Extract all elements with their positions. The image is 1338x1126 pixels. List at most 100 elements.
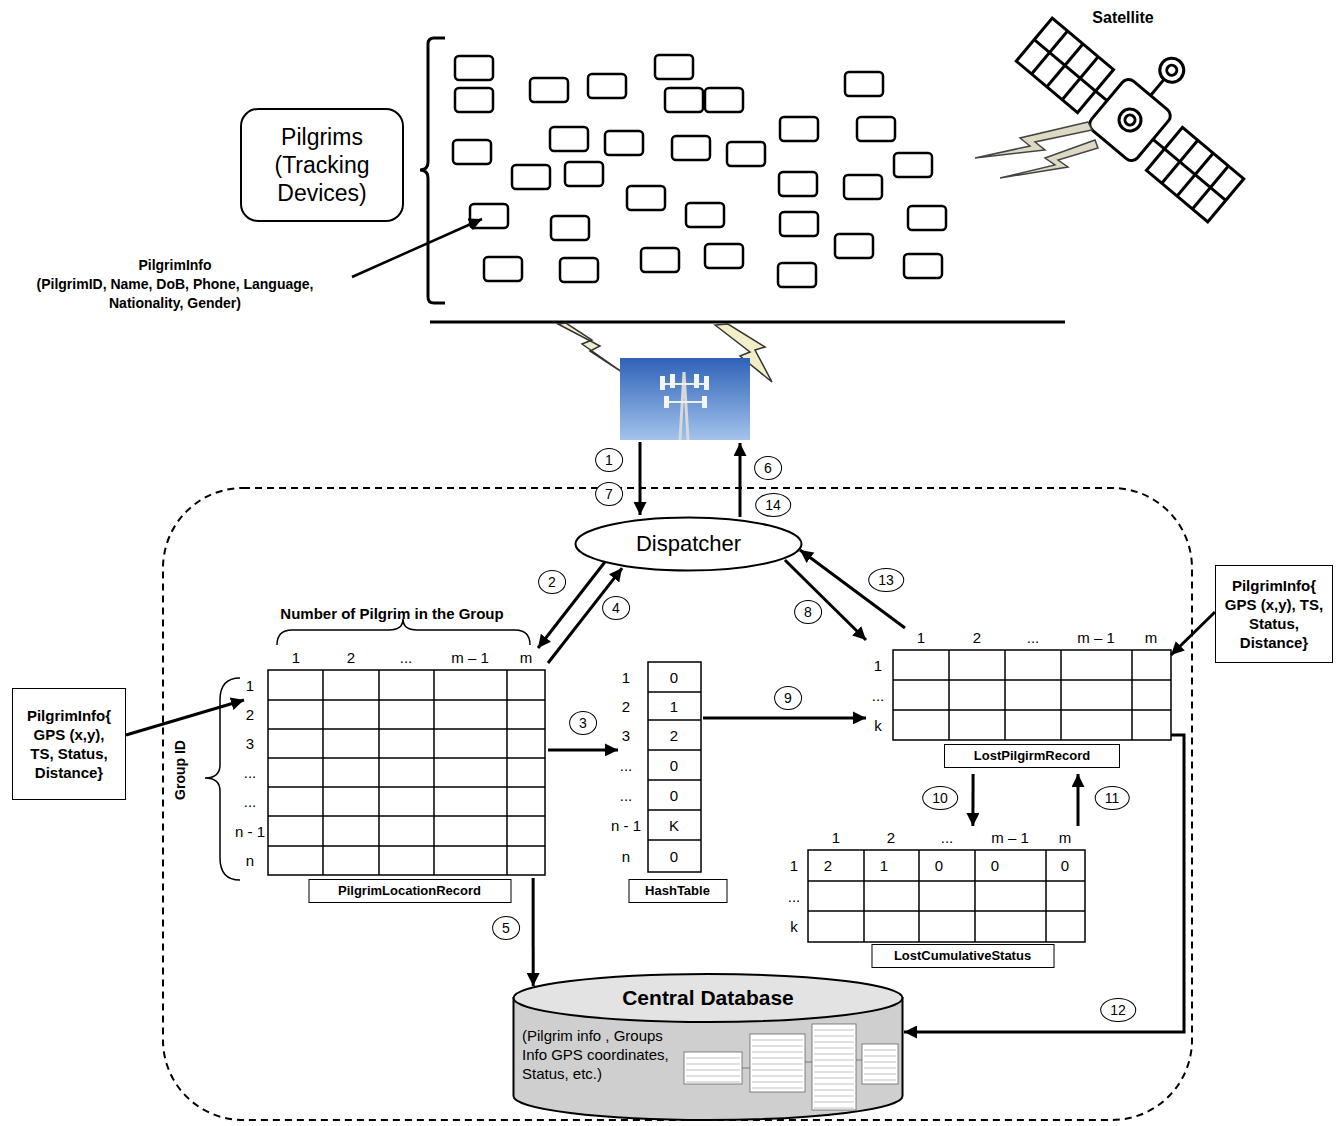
callout-number: 3 <box>569 711 597 735</box>
cell-tower <box>680 372 688 440</box>
table-grid <box>268 650 1171 942</box>
table-grid <box>648 809 701 811</box>
tracking-device <box>641 248 679 272</box>
table-caption: LostCumulativeStatus <box>871 944 1054 968</box>
tracking-device <box>453 55 946 287</box>
table-cell-text: 2 <box>347 649 355 666</box>
tracking-device <box>565 162 603 186</box>
label-text: Number of Pilgrim in the Group <box>280 605 503 622</box>
schema-thumbnail <box>752 1082 803 1083</box>
table-cell-text: m <box>520 649 533 666</box>
table-cell-text: 1 <box>832 829 840 846</box>
tracking-device <box>530 78 568 102</box>
callout-number: 1 <box>595 448 623 472</box>
satellite-icon <box>1165 63 1179 77</box>
schema-thumbnail <box>752 1076 803 1077</box>
cell-tower <box>620 358 750 440</box>
satellite-icon <box>1014 0 1276 225</box>
table-grid <box>1045 850 1047 942</box>
satellite-icon <box>1086 76 1173 164</box>
table-cell-text: 2 <box>246 706 254 723</box>
table-cell-text: 2 <box>824 857 832 874</box>
table-cell-text: 2 <box>887 829 895 846</box>
table-cell-text: 1 <box>246 677 254 694</box>
bracket <box>205 678 240 880</box>
flow-arrow <box>532 878 535 986</box>
tracking-device <box>780 117 818 141</box>
table-cell-text: ... <box>941 829 954 846</box>
schema-thumbnail <box>814 1048 854 1049</box>
table-cell-text: m – 1 <box>451 649 489 666</box>
table-caption: HashTable <box>628 879 727 903</box>
schema-thumbnail <box>814 1042 854 1043</box>
flow-arrow <box>904 735 1184 1032</box>
table-cell-text: 0 <box>670 669 678 686</box>
table-grid <box>893 650 1171 740</box>
tracking-device <box>551 216 589 240</box>
table-cell-text: ... <box>244 764 257 781</box>
system-boundary <box>163 488 1192 1120</box>
schema-thumbnail <box>752 1064 803 1065</box>
tracking-device <box>780 212 818 236</box>
bracket <box>277 619 530 645</box>
table-cell-text: ... <box>620 787 633 804</box>
satellite-icon <box>1153 139 1164 149</box>
schema-thumbnail <box>686 1070 740 1071</box>
cell-tower <box>704 376 709 390</box>
tracking-device <box>705 244 743 268</box>
table-cell-text: ... <box>400 649 413 666</box>
schema-thumbnail <box>864 1080 896 1081</box>
table-cell-text: 0 <box>670 757 678 774</box>
tracking-device <box>727 142 765 166</box>
ellipse-outline <box>576 518 802 571</box>
tracking-device <box>605 131 643 155</box>
tracking-device <box>845 72 883 96</box>
cell-tower <box>702 396 707 408</box>
callout-number: 4 <box>602 596 630 620</box>
callout-number: 9 <box>774 686 802 710</box>
bracket <box>420 38 445 303</box>
table-cell-text: n <box>246 852 254 869</box>
table-cell-text: 1 <box>292 649 300 666</box>
callout-number: 10 <box>922 786 958 810</box>
table-cell-text: K <box>669 817 679 834</box>
table-cell-text: n - 1 <box>611 817 641 834</box>
table-cell-text: m <box>1145 629 1158 646</box>
tracking-device <box>835 234 873 258</box>
table-cell-text: 1 <box>880 857 888 874</box>
tracking-device <box>560 258 598 282</box>
schema-thumbnail <box>864 1074 896 1075</box>
cell-tower <box>694 374 699 388</box>
satellite-icon <box>1034 40 1095 91</box>
table-grid <box>268 815 545 817</box>
table-cell-text: 2 <box>622 698 630 715</box>
table-grid <box>268 845 545 847</box>
schema-thumbnail <box>814 1060 854 1061</box>
table-cell-text: 1 <box>622 669 630 686</box>
tracking-device <box>588 74 626 98</box>
tracking-device <box>844 175 882 199</box>
table-cell-text: 0 <box>1061 857 1069 874</box>
tracking-device <box>894 153 932 177</box>
table-grid <box>648 779 701 781</box>
node-text: Dispatcher <box>636 531 741 557</box>
node-text: PilgrimInfo{ GPS (x,y), TS, Status, Dist… <box>1224 576 1324 652</box>
table-cell-text: n - 1 <box>235 823 265 840</box>
tracking-device <box>672 136 710 160</box>
schema-thumbnail <box>686 1076 740 1077</box>
callout-number: 8 <box>794 600 822 624</box>
tracking-device <box>904 254 942 278</box>
table-cell-text: ... <box>244 793 257 810</box>
table-cell-text: 3 <box>622 727 630 744</box>
table-cell-text: 1 <box>874 657 882 674</box>
table-caption: LostPilgirmRecord <box>944 744 1120 768</box>
schema-thumbnail <box>814 1090 854 1091</box>
table-caption: PilgrimLocationRecord <box>308 879 511 903</box>
flow-arrow <box>703 716 866 719</box>
table-cell-text: 2 <box>670 727 678 744</box>
cell-tower <box>620 358 750 440</box>
signal-bolt <box>558 323 622 372</box>
